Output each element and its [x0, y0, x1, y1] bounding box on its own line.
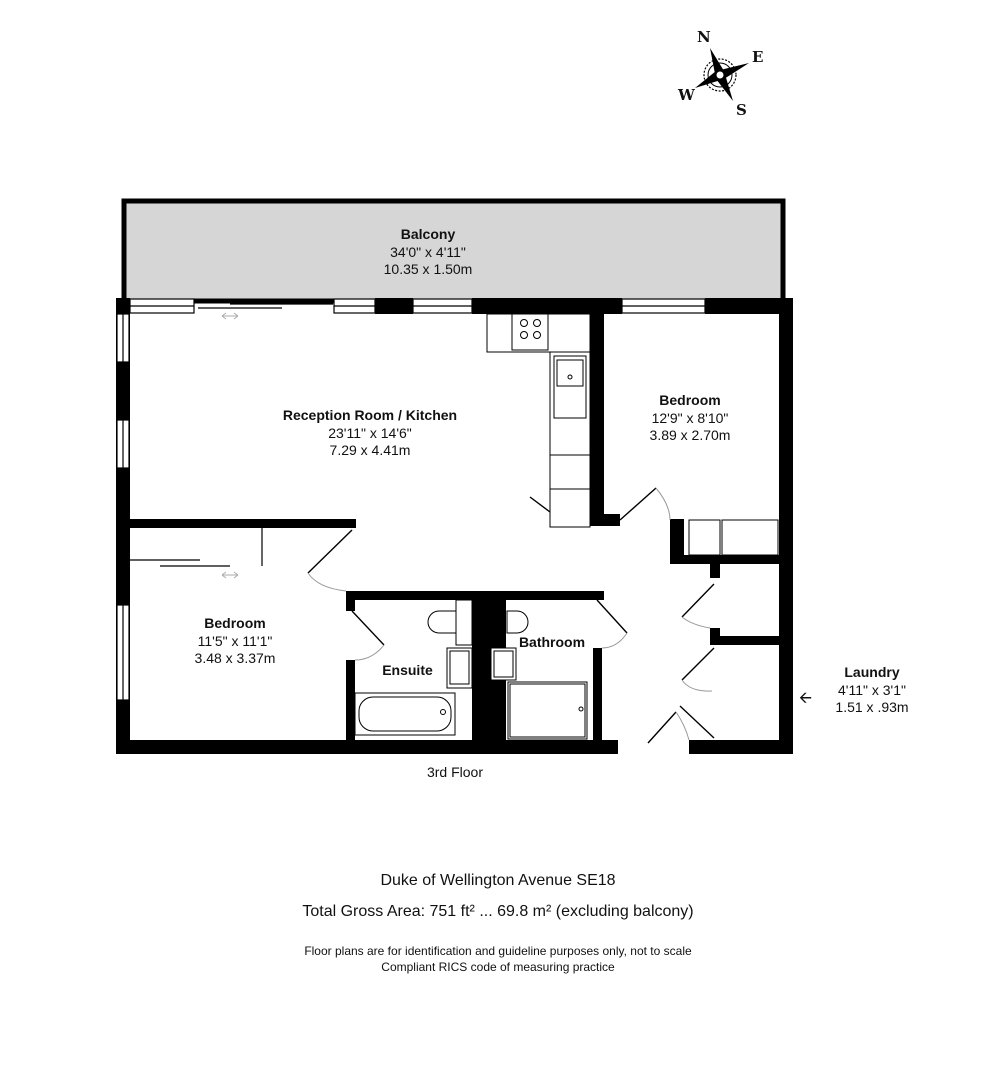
compass-icon [695, 48, 749, 101]
room-name: Bathroom [518, 634, 586, 650]
room-metric: 3.48 x 3.37m [194, 650, 276, 666]
doors [307, 487, 715, 744]
wardrobes [688, 519, 779, 556]
sliding-door [130, 303, 333, 567]
compass-east-label: E [752, 48, 764, 66]
room-name: Laundry [844, 664, 900, 680]
room-name: Bedroom [659, 392, 721, 408]
room-name: Ensuite [382, 662, 433, 678]
total-area: Total Gross Area: 751 ft² ... 69.8 m² (e… [302, 903, 694, 920]
compass-north-label: N [697, 28, 711, 46]
room-imperial: 23'11" x 14'6" [328, 424, 412, 441]
ensuite-fittings [354, 599, 473, 736]
room-name: Balcony [400, 226, 456, 242]
room-label-bedroom-1: Bedroom 12'9" x 8'10" 3.89 x 2.70m [610, 392, 770, 445]
kitchen-units [486, 313, 591, 528]
compass-south-label: S [736, 101, 747, 119]
compass-west-label: W [678, 86, 695, 104]
room-metric: 7.29 x 4.41m [329, 442, 411, 458]
room-label-reception: Reception Room / Kitchen 23'11" x 14'6" … [250, 407, 490, 460]
disclaimer-line-2: Compliant RICS code of measuring practic… [381, 960, 615, 975]
address: Duke of Wellington Avenue SE18 [380, 872, 616, 889]
room-name: Bedroom [204, 615, 266, 631]
room-name: Reception Room / Kitchen [282, 407, 458, 423]
arrow-left-icon: 🡨 [799, 690, 812, 707]
room-imperial: 34'0" x 4'11" [390, 243, 466, 260]
disclaimer-line-1: Floor plans are for identification and g… [304, 944, 692, 958]
floor-label: 3rd Floor [426, 764, 484, 780]
room-metric: 1.51 x .93m [835, 699, 909, 715]
windows [116, 298, 706, 701]
room-metric: 10.35 x 1.50m [383, 261, 473, 277]
disclaimer: Floor plans are for identification and g… [0, 943, 996, 975]
room-label-balcony: Balcony 34'0" x 4'11" 10.35 x 1.50m [328, 226, 528, 279]
room-imperial: 4'11" x 3'1" [838, 681, 906, 698]
room-metric: 3.89 x 2.70m [649, 427, 731, 443]
room-imperial: 12'9" x 8'10" [651, 409, 729, 426]
room-label-bathroom: Bathroom [512, 634, 592, 652]
bathroom-fittings [490, 610, 588, 740]
room-label-bedroom-2: Bedroom 11'5" x 11'1" 3.48 x 3.37m [155, 615, 315, 668]
room-label-ensuite: Ensuite [370, 662, 445, 680]
room-imperial: 11'5" x 11'1" [197, 632, 273, 649]
room-label-laundry: Laundry 4'11" x 3'1" 1.51 x .93m [812, 664, 932, 717]
